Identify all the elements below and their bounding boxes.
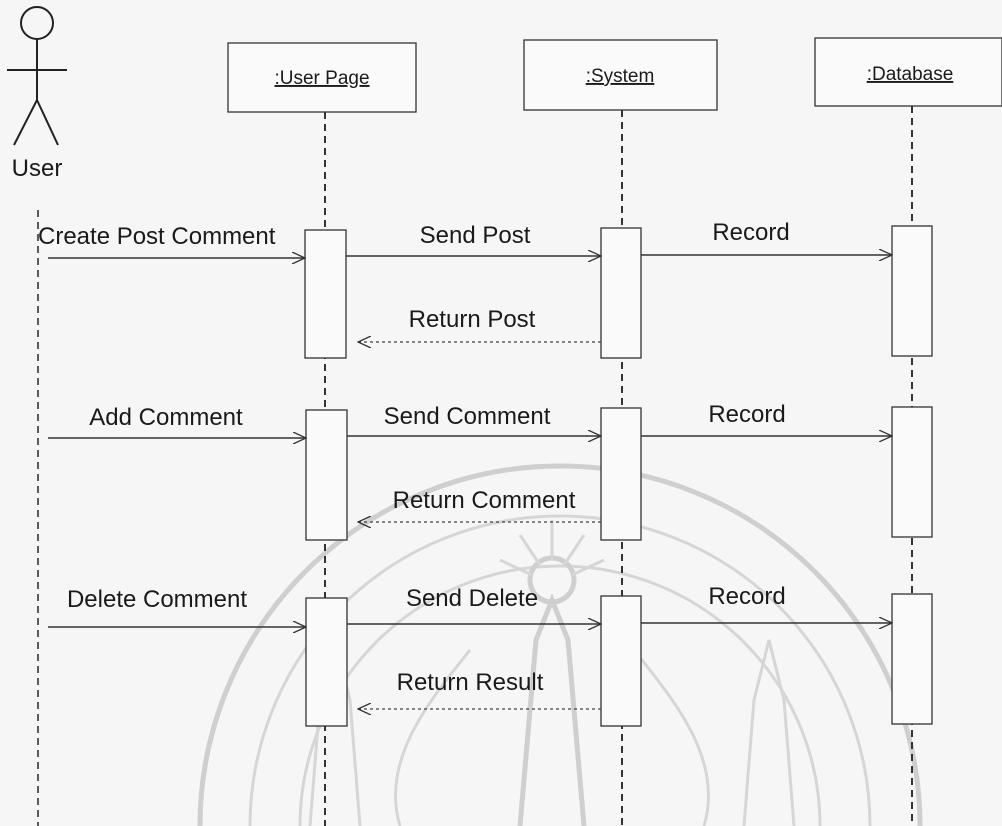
message-label-return-post: Return Post xyxy=(409,306,536,333)
message-label-delete-comment: Delete Comment xyxy=(67,586,247,613)
activation-database-3 xyxy=(891,593,933,725)
activation-user-page-2 xyxy=(305,409,348,541)
message-label-send-comment: Send Comment xyxy=(384,403,551,430)
message-label-record-1: Record xyxy=(712,219,789,246)
message-label-add-comment: Add Comment xyxy=(89,404,243,431)
activation-system-3 xyxy=(600,595,642,727)
activation-database-1 xyxy=(891,225,933,357)
activation-user-page-1 xyxy=(304,229,347,359)
message-label-record-2: Record xyxy=(708,401,785,428)
activation-system-1 xyxy=(600,227,642,359)
message-label-return-result: Return Result xyxy=(397,669,544,696)
message-label-record-3: Record xyxy=(708,583,785,610)
lifeline-label-system: :System xyxy=(586,66,655,87)
activation-system-2 xyxy=(600,407,642,541)
message-label-create-post-comment: Create Post Comment xyxy=(38,223,276,250)
lifeline-label-user-page: :User Page xyxy=(274,68,369,89)
lifeline-box-database xyxy=(814,37,1002,107)
user-actor-icon xyxy=(7,6,67,146)
activation-database-2 xyxy=(891,406,933,538)
actor-label: User xyxy=(12,155,63,182)
lifeline-box-user-page xyxy=(227,42,417,113)
lifeline-box-system xyxy=(523,39,718,111)
message-label-send-delete: Send Delete xyxy=(406,585,538,612)
message-label-send-post: Send Post xyxy=(420,222,531,249)
activation-user-page-3 xyxy=(305,597,348,727)
lifeline-label-database: :Database xyxy=(867,64,954,85)
message-label-return-comment: Return Comment xyxy=(393,487,576,514)
